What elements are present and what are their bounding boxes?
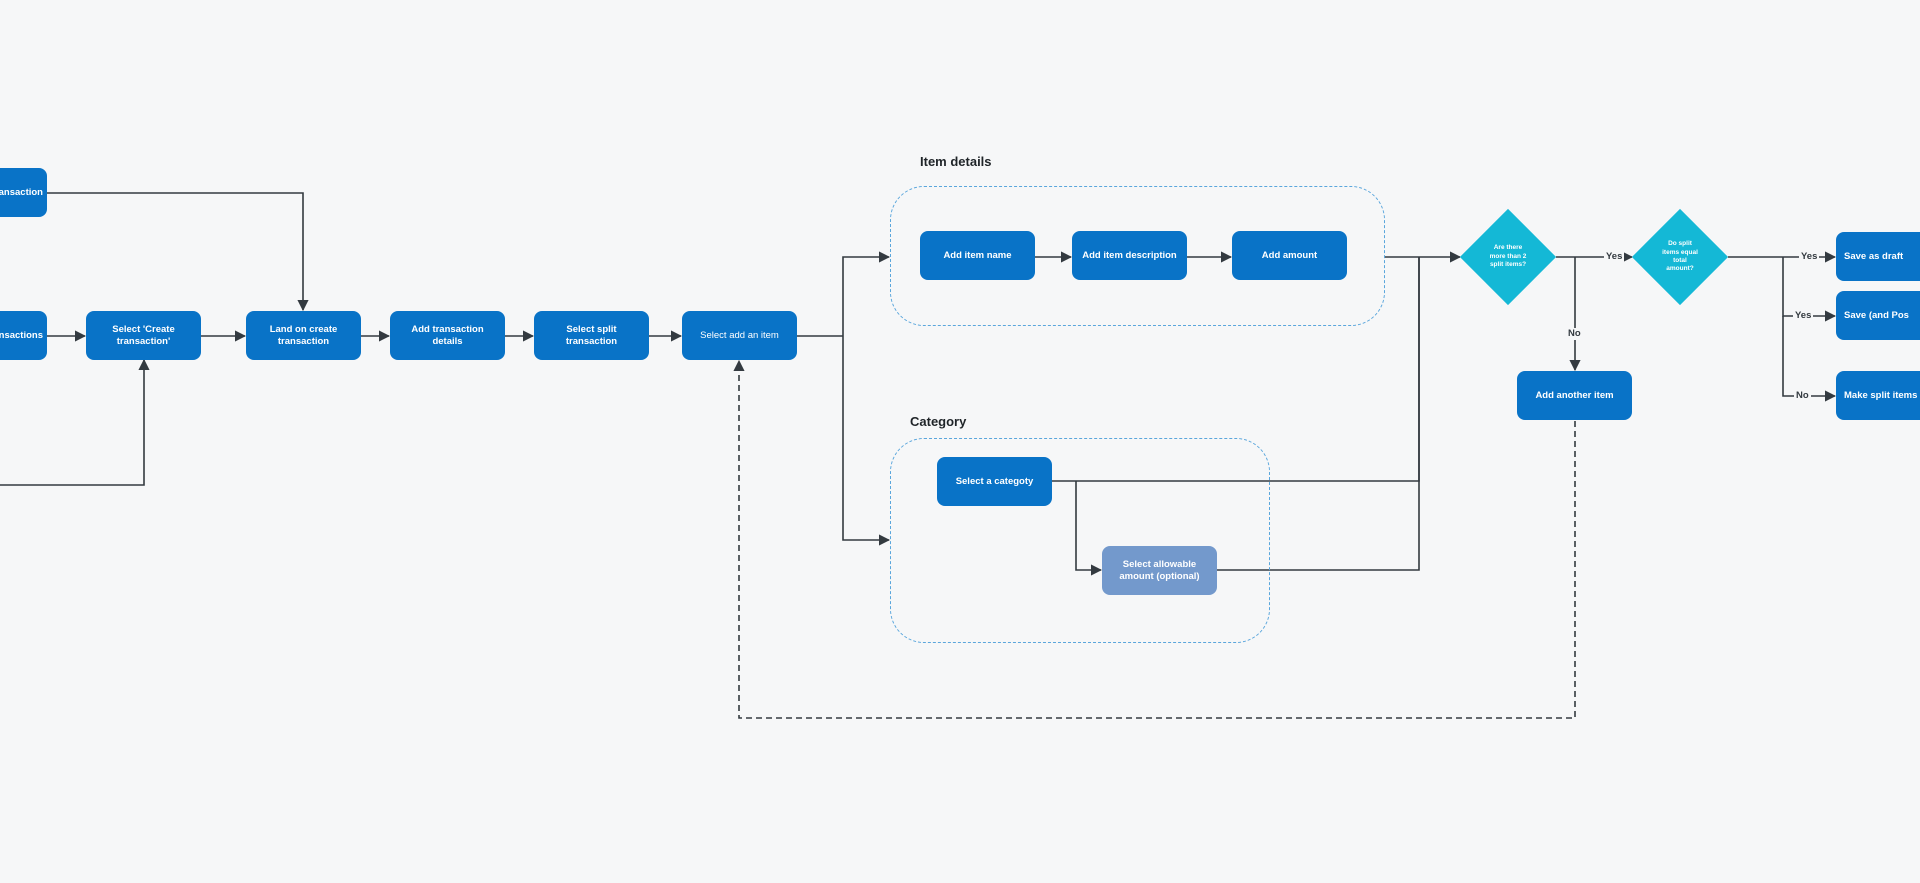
node-transactions[interactable]: nsactions — [0, 311, 47, 360]
edge-label-no: No — [1794, 390, 1811, 402]
edge-label-yes: Yes — [1799, 251, 1820, 263]
node-select-create-transaction[interactable]: Select 'Create transaction' — [86, 311, 201, 360]
edge-label-no: No — [1566, 328, 1583, 340]
node-make-split-items[interactable]: Make split items e — [1836, 371, 1920, 420]
item-details-group-title: Item details — [920, 154, 992, 169]
decision-equal-total-label: Do split items equal total amount? — [1662, 240, 1698, 273]
category-group — [890, 438, 1270, 643]
node-select-allowable-amount[interactable]: Select allowable amount (optional) — [1102, 546, 1217, 595]
node-select-add-an-item[interactable]: Select add an item — [682, 311, 797, 360]
connector-branch-to-category — [842, 336, 891, 546]
category-group-title: Category — [910, 414, 967, 429]
decision-more-than-2-label: Are there more than 2 split items? — [1489, 244, 1527, 269]
decision-more-than-2-items[interactable]: Are there more than 2 split items? — [1459, 208, 1557, 306]
connector-category-to-allowable — [1075, 481, 1103, 576]
node-add-amount[interactable]: Add amount — [1232, 231, 1347, 280]
item-details-group — [890, 186, 1385, 326]
node-select-a-category[interactable]: Select a categoty — [937, 457, 1052, 506]
node-select-split-transaction[interactable]: Select split transaction — [534, 311, 649, 360]
connector-branch-to-itemdetails — [842, 251, 891, 336]
connector-transaction-to-land — [47, 192, 309, 312]
edge-label-yes: Yes — [1793, 310, 1814, 322]
connector-bottom-to-create — [0, 358, 150, 486]
node-land-on-create-transaction[interactable]: Land on create transaction — [246, 311, 361, 360]
node-save-as-draft[interactable]: Save as draft — [1836, 232, 1920, 281]
connector-allowable-merge — [1217, 257, 1420, 571]
node-add-item-name[interactable]: Add item name — [920, 231, 1035, 280]
node-add-another-item[interactable]: Add another item — [1517, 371, 1632, 420]
node-transaction[interactable]: ansaction — [0, 168, 47, 217]
node-add-transaction-details[interactable]: Add transaction details — [390, 311, 505, 360]
node-save-and-post[interactable]: Save (and Pos — [1836, 291, 1920, 340]
connector-decision2-to-post — [1782, 257, 1837, 322]
decision-equal-total[interactable]: Do split items equal total amount? — [1631, 208, 1729, 306]
connector-loop-back — [733, 359, 1576, 719]
node-add-item-description[interactable]: Add item description — [1072, 231, 1187, 280]
edge-label-yes: Yes — [1604, 251, 1625, 263]
connector-decision2-to-make — [1782, 316, 1837, 402]
